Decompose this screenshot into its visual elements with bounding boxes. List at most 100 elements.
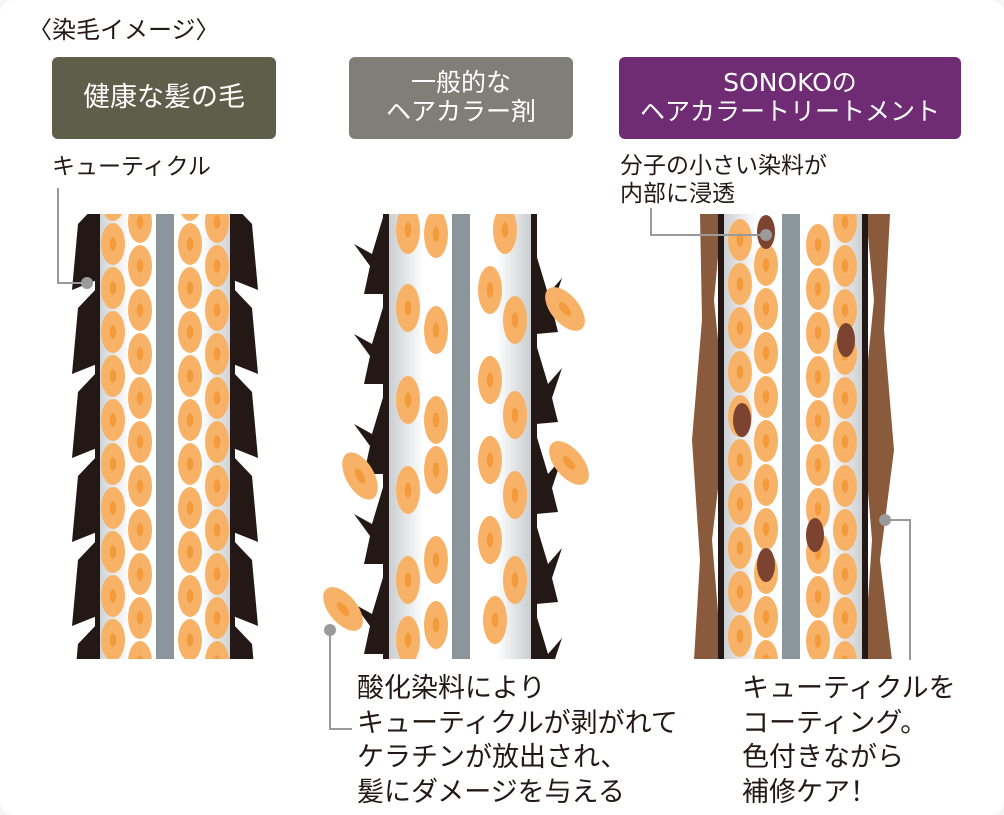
keratin-core bbox=[136, 259, 144, 273]
cuticle-edge-right bbox=[531, 214, 537, 659]
keratin-core bbox=[762, 478, 770, 492]
keratin-core bbox=[186, 633, 194, 647]
keratin-core bbox=[187, 193, 194, 206]
keratin-core bbox=[841, 567, 849, 581]
keratin-core bbox=[186, 281, 194, 295]
keratin-core bbox=[213, 479, 221, 493]
leader-coating bbox=[885, 519, 911, 660]
keratin-cell bbox=[128, 641, 152, 659]
keratin-core bbox=[110, 193, 117, 206]
keratin-cell bbox=[181, 214, 199, 221]
keratin-core bbox=[136, 347, 144, 361]
keratin-core bbox=[841, 523, 849, 537]
keratin-core bbox=[814, 414, 822, 428]
keratin-core bbox=[511, 487, 519, 503]
hair-medulla bbox=[156, 214, 174, 659]
keratin-core bbox=[109, 501, 117, 515]
released-keratin-particles bbox=[323, 287, 589, 631]
keratin-core bbox=[814, 458, 822, 472]
keratin-core bbox=[186, 369, 194, 383]
caption-generic-line-4: 髪にダメージを与える bbox=[357, 776, 625, 808]
keratin-core bbox=[213, 259, 221, 273]
keratin-core bbox=[486, 452, 494, 468]
keratin-core bbox=[432, 412, 440, 428]
header-generic-color: 一般的な ヘアカラー剤 bbox=[349, 57, 573, 139]
keratin-core bbox=[432, 552, 440, 568]
keratin-core bbox=[762, 346, 770, 360]
hair-medulla bbox=[782, 214, 800, 659]
keratin-core bbox=[186, 589, 194, 603]
cuticle-edge-left bbox=[718, 214, 724, 659]
leader-cuticle bbox=[57, 188, 87, 284]
keratin-core bbox=[109, 369, 117, 383]
coating-right bbox=[862, 214, 894, 659]
leader-lines bbox=[57, 188, 911, 730]
keratin-core bbox=[762, 610, 770, 624]
leader-dot bbox=[879, 514, 891, 526]
keratin-core bbox=[814, 326, 822, 340]
keratin-core bbox=[736, 629, 744, 643]
keratin-core bbox=[186, 545, 194, 559]
keratin-core bbox=[186, 501, 194, 515]
caption-generic-line-1: 酸化染料により bbox=[357, 673, 546, 704]
dye-molecule bbox=[837, 323, 855, 357]
keratin-core bbox=[404, 392, 412, 408]
keratin-core bbox=[186, 237, 194, 251]
keratin-core bbox=[186, 325, 194, 339]
keratin-core bbox=[336, 602, 350, 616]
keratin-core bbox=[736, 453, 744, 467]
keratin-core bbox=[213, 523, 221, 537]
keratin-core bbox=[213, 655, 221, 659]
keratin-core bbox=[511, 572, 519, 588]
damaged-hair-shaft bbox=[354, 214, 562, 659]
header-sonoko-line-1: SONOKOの bbox=[723, 68, 857, 98]
keratin-core bbox=[136, 215, 144, 229]
keratin-core bbox=[213, 567, 221, 581]
cuticle-edge-left bbox=[383, 214, 389, 659]
keratin-core bbox=[841, 655, 849, 659]
keratin-core bbox=[109, 325, 117, 339]
keratin-core bbox=[501, 222, 509, 238]
keratin-core bbox=[109, 237, 117, 251]
keratin-core bbox=[213, 347, 221, 361]
keratin-core bbox=[762, 434, 770, 448]
keratin-core bbox=[404, 632, 412, 648]
label-cuticle-text: キューティクル bbox=[52, 154, 211, 180]
broken-cuticle bbox=[354, 214, 562, 659]
keratin-core bbox=[109, 545, 117, 559]
keratin-core bbox=[736, 321, 744, 335]
keratin-core bbox=[109, 633, 117, 647]
keratin-core bbox=[432, 617, 440, 633]
keratin-cell bbox=[754, 640, 778, 659]
keratin-core bbox=[491, 612, 499, 628]
keratin-core bbox=[736, 277, 744, 291]
keratin-core bbox=[736, 497, 744, 511]
keratin-core bbox=[736, 365, 744, 379]
keratin-core bbox=[354, 468, 366, 484]
keratin-core bbox=[814, 502, 822, 516]
cuticle-edge-left bbox=[95, 214, 100, 659]
keratin-core bbox=[558, 302, 572, 316]
keratin-core bbox=[432, 462, 440, 478]
keratin-core bbox=[109, 589, 117, 603]
caption-generic-line-2: キューティクルが剥がれて bbox=[357, 707, 678, 739]
keratin-cell bbox=[104, 214, 122, 221]
keratin-core bbox=[109, 457, 117, 471]
header-generic-line-2: ヘアカラー剤 bbox=[385, 97, 536, 126]
label-molecule-line-1: 分子の小さい染料が bbox=[620, 153, 827, 179]
caption-sonoko-line-2: コーティング。 bbox=[742, 707, 928, 739]
keratin-core bbox=[136, 523, 144, 537]
keratin-cell bbox=[205, 641, 229, 659]
keratin-core bbox=[841, 391, 849, 405]
dye-molecule bbox=[806, 518, 824, 552]
dye-molecule bbox=[733, 403, 751, 437]
keratin-core bbox=[432, 226, 440, 242]
keratin-core bbox=[841, 435, 849, 449]
keratin-core bbox=[136, 391, 144, 405]
caption-generic: 酸化染料により キューティクルが剥がれて ケラチンが放出され、 髪にダメージを与… bbox=[357, 672, 678, 810]
healthy-hair-shaft bbox=[72, 193, 258, 659]
leader-debris bbox=[329, 630, 352, 730]
keratin-core bbox=[736, 233, 744, 247]
keratin-core bbox=[762, 390, 770, 404]
keratin-core bbox=[841, 479, 849, 493]
